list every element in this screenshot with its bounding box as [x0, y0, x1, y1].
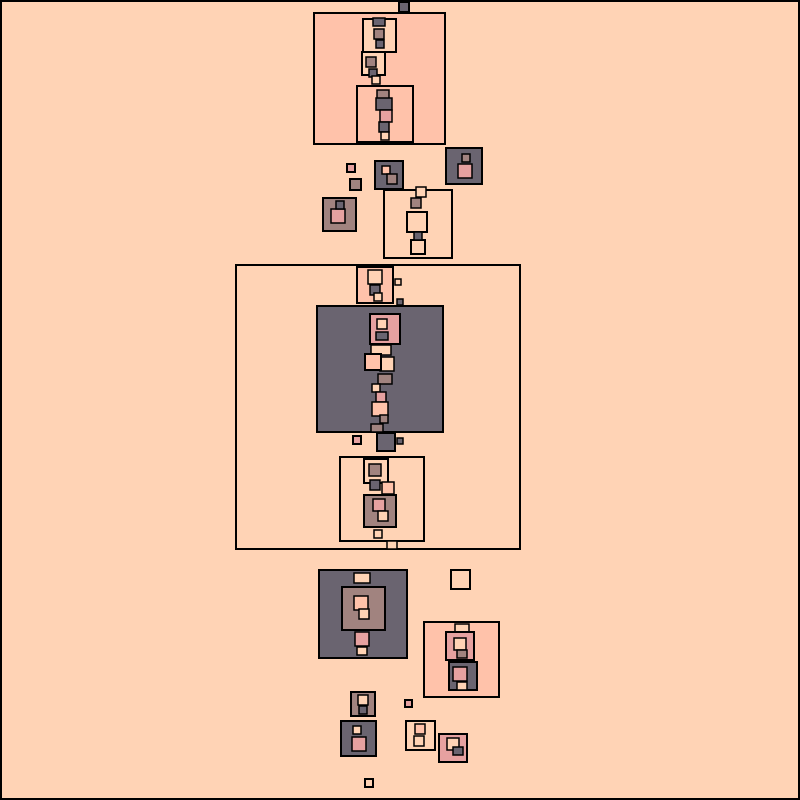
- square-shape: [404, 699, 413, 708]
- square-shape: [375, 391, 387, 403]
- square-shape: [452, 746, 464, 756]
- square-shape: [410, 197, 422, 209]
- square-shape: [372, 17, 386, 27]
- square-shape: [377, 373, 393, 385]
- square-shape: [454, 623, 470, 633]
- square-shape: [461, 153, 471, 163]
- square-shape: [373, 292, 383, 302]
- square-shape: [379, 109, 393, 123]
- square-shape: [349, 178, 362, 191]
- square-shape: [381, 481, 395, 495]
- square-shape: [358, 705, 368, 715]
- square-shape: [413, 231, 423, 241]
- square-shape: [398, 2, 410, 13]
- square-shape: [364, 778, 374, 788]
- square-shape: [381, 165, 391, 175]
- square-shape: [376, 318, 388, 330]
- square-shape: [371, 401, 389, 417]
- square-shape: [341, 586, 386, 631]
- square-shape: [375, 39, 385, 49]
- square-shape: [379, 414, 389, 424]
- square-shape: [375, 97, 393, 111]
- square-shape: [410, 239, 426, 255]
- square-shape: [351, 736, 367, 752]
- square-shape: [376, 432, 396, 452]
- square-shape: [396, 298, 404, 306]
- square-shape: [373, 28, 385, 40]
- square-shape: [367, 269, 383, 285]
- square-shape: [452, 666, 468, 682]
- square-shape: [354, 631, 370, 647]
- square-shape: [368, 463, 382, 477]
- square-shape: [379, 356, 395, 372]
- square-shape: [365, 56, 377, 68]
- square-shape: [369, 479, 381, 491]
- square-shape: [406, 211, 428, 233]
- square-shape: [413, 735, 425, 747]
- square-shape: [414, 723, 426, 735]
- square-shape: [353, 595, 369, 611]
- square-shape: [346, 163, 356, 173]
- square-shape: [330, 208, 346, 224]
- square-shape: [415, 186, 427, 198]
- square-shape: [380, 131, 390, 141]
- square-shape: [456, 649, 468, 659]
- square-shape: [356, 646, 368, 656]
- square-shape: [372, 498, 386, 512]
- square-shape: [357, 694, 369, 706]
- square-shape: [378, 121, 390, 133]
- square-shape: [370, 423, 384, 433]
- square-shape: [358, 608, 370, 620]
- square-shape: [373, 529, 383, 539]
- square-shape: [394, 278, 402, 286]
- square-shape: [396, 437, 404, 445]
- square-shape: [364, 353, 382, 371]
- square-shape: [352, 725, 362, 735]
- square-shape: [450, 569, 471, 590]
- square-shape: [456, 681, 468, 691]
- square-shape: [386, 540, 398, 550]
- square-shape: [386, 173, 398, 185]
- square-shape: [377, 510, 389, 522]
- square-shape: [335, 200, 345, 210]
- square-shape: [457, 163, 473, 179]
- square-shape: [352, 435, 362, 445]
- square-shape: [453, 637, 467, 651]
- square-shape: [353, 572, 371, 584]
- square-shape: [371, 75, 381, 85]
- square-shape: [371, 383, 381, 393]
- square-shape: [375, 331, 389, 341]
